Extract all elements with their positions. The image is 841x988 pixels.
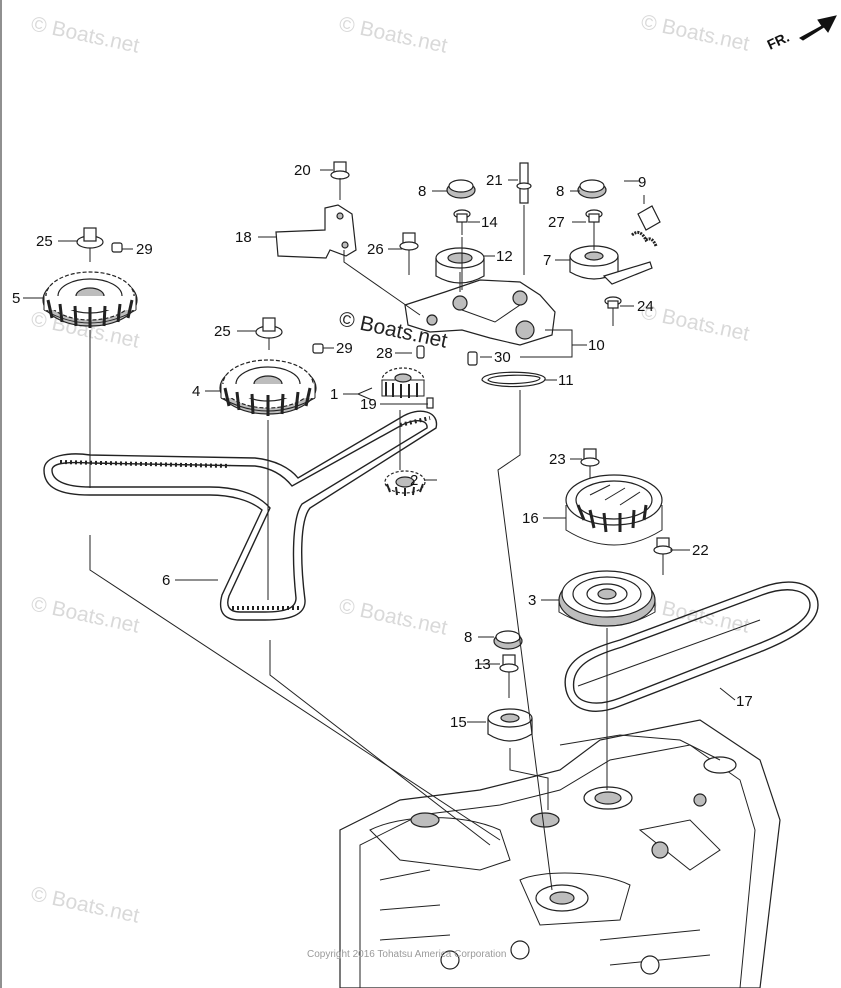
watermark: © Boats.net — [639, 300, 752, 345]
callout-29-upper: 29 — [136, 241, 153, 258]
washer-part-29-lower — [312, 343, 324, 354]
bracket-part-18 — [275, 204, 357, 259]
washer-part-29-upper — [111, 242, 123, 253]
callout-10: 10 — [588, 337, 605, 354]
o-ring-part-11 — [481, 371, 546, 388]
callout-9: 9 — [638, 174, 646, 191]
watermark: © Boats.net — [639, 10, 752, 55]
bolt-part-24 — [604, 296, 622, 326]
callout-14: 14 — [481, 214, 498, 231]
assembly-lines — [89, 205, 608, 891]
callout-3: 3 — [528, 592, 536, 609]
stud-part-21 — [516, 162, 532, 204]
callout-11: 11 — [558, 372, 574, 389]
pin-part-19 — [426, 397, 434, 409]
bolt-part-25-upper — [76, 227, 104, 262]
callout-labels: 2 1 3 4 5 6 7 8 8 8 9 10 11 12 13 14 15 … — [12, 162, 753, 731]
callout-16: 16 — [522, 510, 539, 527]
bolt-part-27 — [585, 209, 603, 236]
callout-7: 7 — [543, 252, 551, 269]
cap-part-8-upper-left — [446, 179, 476, 199]
callout-30: 30 — [494, 349, 511, 366]
tensioner-part-7 — [569, 245, 653, 285]
callout-22: 22 — [692, 542, 709, 559]
callout-4: 4 — [192, 383, 200, 400]
callout-8-upper-right: 8 — [556, 183, 564, 200]
callout-26: 26 — [367, 241, 384, 258]
watermark: © Boats.net — [29, 592, 142, 637]
callout-27: 27 — [548, 214, 565, 231]
callout-25-lower: 25 — [214, 323, 231, 340]
bolt-part-13 — [499, 654, 519, 698]
callout-5: 5 — [12, 290, 20, 307]
callout-8-upper-left: 8 — [418, 183, 426, 200]
callout-24: 24 — [637, 298, 654, 315]
camshaft-sprocket-part-4 — [219, 359, 317, 416]
cap-part-8-lower — [493, 630, 523, 650]
watermark: © Boats.net — [29, 882, 142, 927]
callout-20: 20 — [294, 162, 311, 179]
bolt-part-23 — [580, 448, 600, 478]
bolt-part-26 — [399, 232, 419, 275]
pulley-part-3 — [558, 570, 656, 627]
tensioner-bracket-part-10 — [404, 279, 556, 346]
callout-12: 12 — [496, 248, 513, 265]
watermark: © Boats.net — [639, 592, 752, 637]
cap-part-8-upper-right — [577, 179, 607, 199]
engine-block — [339, 719, 781, 988]
spring-part-9 — [631, 205, 661, 247]
pin-part-28 — [416, 345, 425, 359]
callout-19: 19 — [360, 396, 377, 413]
front-direction-indicator: FR. — [765, 15, 837, 53]
front-label: FR. — [765, 29, 792, 53]
bolt-part-22 — [653, 537, 673, 575]
copyright-notice: Copyright 2016 Tohatsu America Corporati… — [307, 949, 506, 960]
callout-8-lower: 8 — [464, 629, 472, 646]
flywheel-fan-part-16 — [565, 474, 663, 546]
pin-part-30 — [467, 351, 478, 366]
drive-belt-part-17 — [564, 581, 819, 712]
crank-sprocket-part-2 — [384, 470, 426, 496]
spacer-part-15 — [487, 708, 533, 742]
bolt-part-25-lower — [255, 317, 283, 350]
bolt-part-14 — [453, 209, 471, 235]
timing-belt-part-6 — [43, 410, 438, 621]
callout-17: 17 — [736, 693, 753, 710]
callout-6: 6 — [162, 572, 170, 589]
crank-sprocket-part-1 — [381, 367, 425, 398]
camshaft-sprocket-part-5 — [42, 271, 138, 328]
callout-25-upper: 25 — [36, 233, 53, 250]
watermark: © Boats.net — [29, 12, 142, 57]
callout-1: 1 — [330, 386, 338, 403]
callout-13: 13 — [474, 656, 491, 673]
watermark: © Boats.net — [337, 594, 450, 639]
callout-18: 18 — [235, 229, 252, 246]
watermark: © Boats.net — [337, 12, 450, 57]
front-arrow-icon — [799, 15, 837, 41]
callout-leaders — [23, 169, 736, 723]
callout-29-lower: 29 — [336, 340, 353, 357]
bolt-part-20 — [330, 161, 350, 200]
callout-23: 23 — [549, 451, 566, 468]
callout-21: 21 — [486, 172, 503, 189]
callout-15: 15 — [450, 714, 467, 731]
callout-28: 28 — [376, 345, 393, 362]
callout-2: 2 — [410, 472, 418, 489]
